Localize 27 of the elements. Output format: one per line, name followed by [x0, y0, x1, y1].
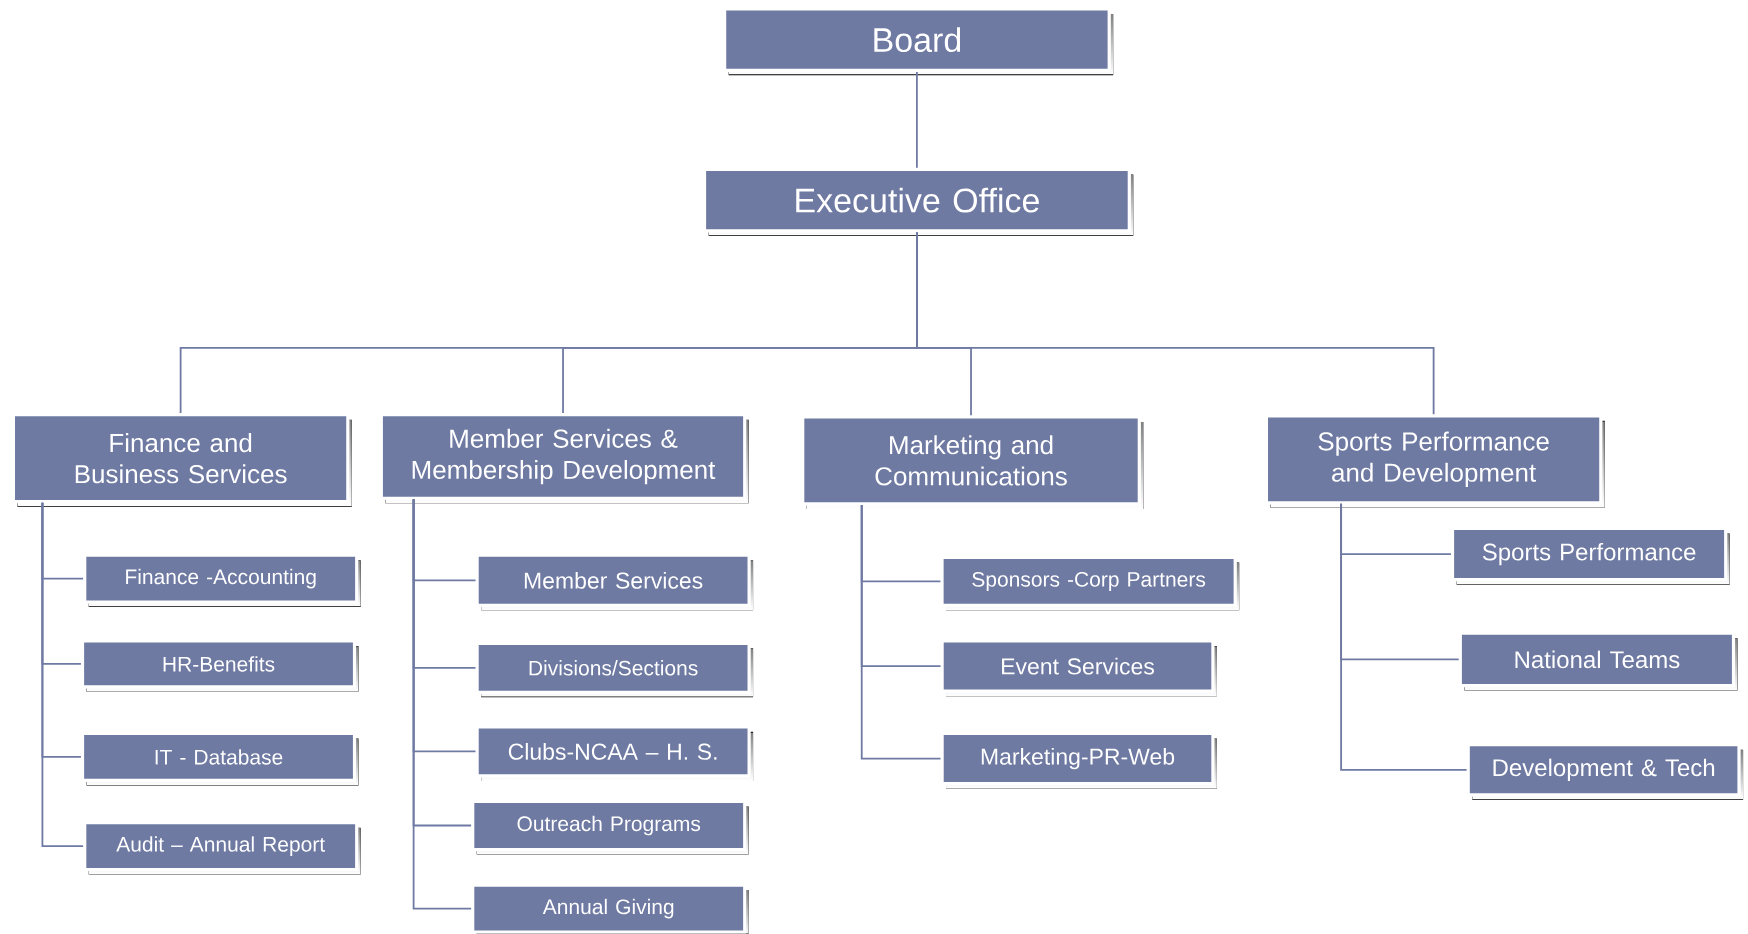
- connector: [860, 504, 942, 760]
- org-box: National Teams: [1458, 631, 1738, 691]
- org-box: Executive Office: [702, 167, 1134, 236]
- org-box: Member Services & Membership Development: [379, 413, 749, 504]
- connector: [412, 498, 472, 910]
- org-box: Marketing and Communications: [801, 415, 1144, 509]
- org-box: Finance -Accounting: [83, 553, 361, 607]
- org-box: Marketing-PR-Web: [940, 731, 1217, 789]
- org-box: Sponsors -Corp Partners: [940, 555, 1240, 611]
- org-box: Sports Performance and Development: [1264, 414, 1605, 508]
- org-box: Annual Giving: [471, 883, 749, 934]
- org-box: Member Services: [475, 553, 754, 611]
- org-box: Audit – Annual Report: [83, 821, 361, 875]
- connector: [916, 71, 918, 169]
- org-box: IT - Database: [80, 731, 359, 786]
- connector: [1340, 502, 1468, 771]
- connector: [916, 231, 1435, 416]
- org-box: Event Services: [940, 639, 1217, 697]
- org-box: Board: [723, 7, 1114, 76]
- org-box: Development & Tech: [1466, 743, 1744, 800]
- org-box: Clubs-NCAA – H. S.: [475, 725, 754, 781]
- org-box: Sports Performance: [1450, 526, 1730, 585]
- org-box: Finance and Business Services: [11, 413, 352, 507]
- org-box: Divisions/Sections: [475, 641, 754, 698]
- org-box: HR-Benefits: [80, 639, 359, 692]
- connector: [41, 501, 84, 847]
- org-box: Outreach Programs: [471, 799, 749, 855]
